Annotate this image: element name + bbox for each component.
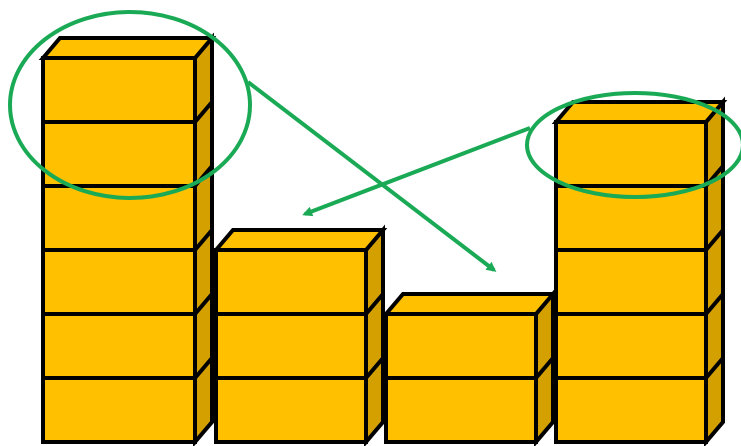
stack-4-block-1 xyxy=(554,376,708,444)
stack-2-top-face xyxy=(211,228,388,252)
stack-3-side-divider-1 xyxy=(534,356,555,380)
stack-1-side-divider-1 xyxy=(193,356,214,380)
stack-1 xyxy=(38,32,217,446)
stack-4-top-face xyxy=(551,100,728,124)
stack-1-block-1 xyxy=(41,376,197,444)
stack-1-block-4 xyxy=(41,184,197,252)
circle-stack-1-top xyxy=(8,10,252,200)
stack-1-side-divider-3 xyxy=(193,228,214,252)
stack-1-block-6 xyxy=(41,56,197,124)
stack-3-top-face xyxy=(381,292,558,316)
stack-4-side-divider-2 xyxy=(704,292,725,316)
arrow-stack-4-to-stack-2 xyxy=(302,126,531,217)
stack-2-block-3 xyxy=(214,248,368,316)
stack-4-block-5 xyxy=(554,120,708,188)
stack-3-block-2 xyxy=(384,312,538,380)
stack-2-side-divider-1 xyxy=(364,356,385,380)
stacks-layer xyxy=(38,32,728,446)
stack-4-side-face xyxy=(704,96,725,446)
stack-2-side-face xyxy=(364,224,385,446)
arrow-stack-1-to-stack-3 xyxy=(246,80,497,272)
stack-4-side-divider-1 xyxy=(704,356,725,380)
stack-1-top-face xyxy=(38,36,217,60)
stack-1-block-2 xyxy=(41,312,197,380)
stack-4-side-divider-3 xyxy=(704,228,725,252)
stack-3-block-1 xyxy=(384,376,538,444)
annotation-layer xyxy=(8,10,741,272)
stack-1-side-divider-2 xyxy=(193,292,214,316)
stack-4-block-3 xyxy=(554,248,708,316)
circle-stack-4-top xyxy=(525,91,741,199)
stack-3 xyxy=(381,288,558,446)
stack-1-block-3 xyxy=(41,248,197,316)
stack-4-block-2 xyxy=(554,312,708,380)
stack-1-side-divider-5 xyxy=(193,100,214,124)
stack-2 xyxy=(211,224,388,446)
stack-1-block-5 xyxy=(41,120,197,188)
stack-2-block-1 xyxy=(214,376,368,444)
stack-4 xyxy=(551,96,728,446)
stack-2-side-divider-2 xyxy=(364,292,385,316)
stack-2-block-2 xyxy=(214,312,368,380)
